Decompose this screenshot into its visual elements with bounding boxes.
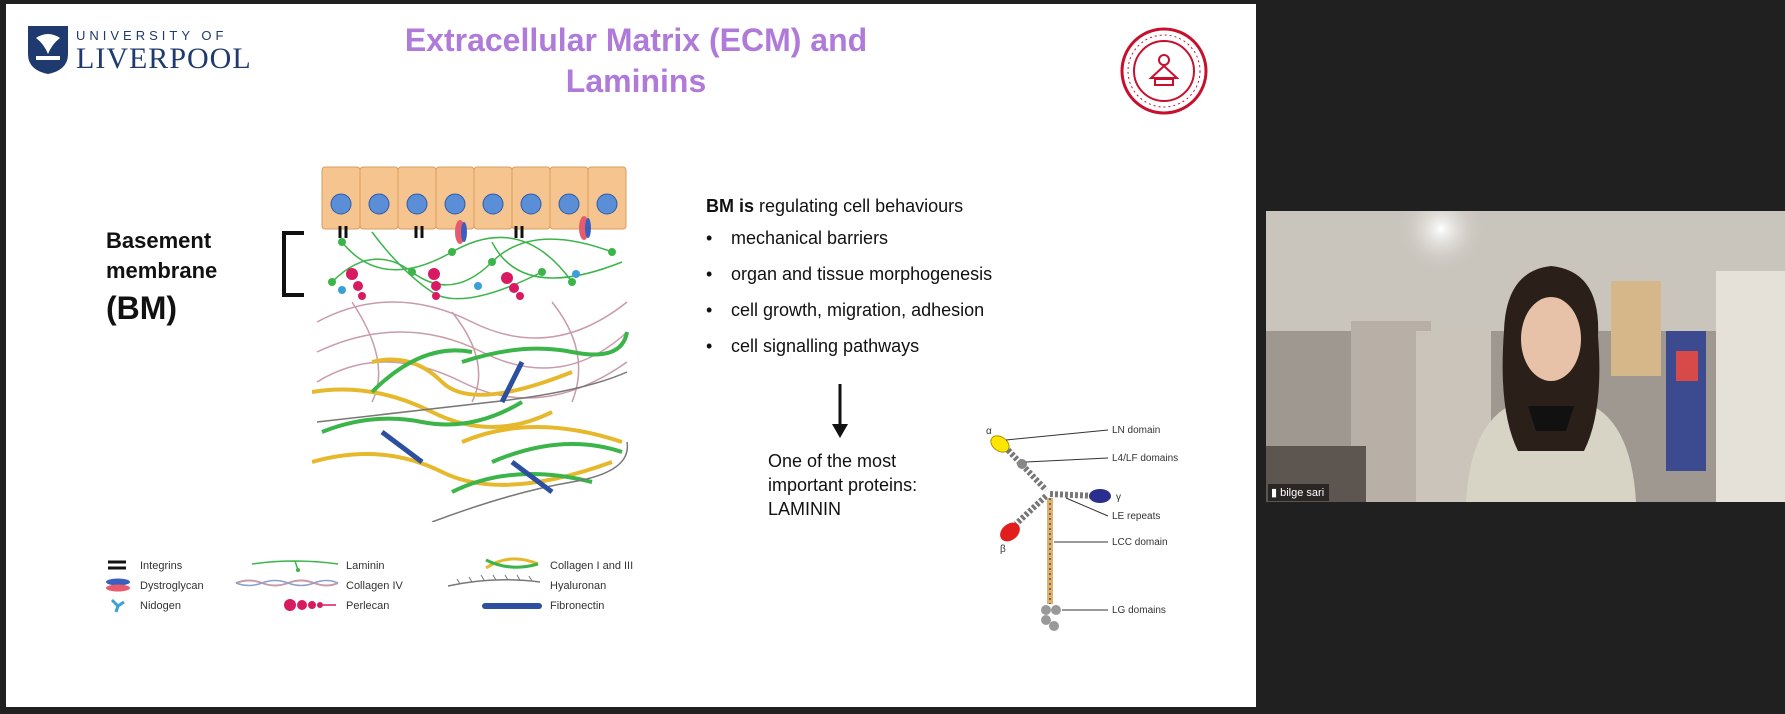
collagen-iv-legend-icon (235, 579, 339, 587)
bullet-item: • organ and tissue morphogenesis (706, 264, 992, 285)
l4lf-domains-label: L4/LF domains (1112, 453, 1178, 464)
legend-perlecan: Perlecan (346, 600, 390, 612)
alpha-label: α (986, 426, 992, 437)
laminin-structure-diagram: α β γ LN domain L4/LF domains LE repeats… (986, 425, 1178, 631)
bullet-marker: • (706, 264, 713, 284)
dystroglycan (455, 216, 591, 244)
fibronectin-legend-icon (482, 603, 542, 609)
laminin-legend-icon (251, 560, 339, 572)
signal-bars-icon: ▮ (1271, 487, 1278, 499)
bullet-text: cell signalling pathways (731, 336, 920, 356)
legend-laminin: Laminin (346, 560, 385, 572)
nidogen-legend-icon (110, 598, 125, 613)
le-repeats-label: LE repeats (1112, 511, 1160, 522)
bullet-item: • cell growth, migration, adhesion (706, 300, 984, 321)
liverpool-crest-icon (28, 26, 68, 74)
legend-collagen-iv: Collagen IV (346, 580, 403, 592)
legend-fibronectin: Fibronectin (550, 600, 605, 612)
participant-silhouette (1466, 266, 1636, 502)
important-proteins-text: One of the most important proteins: LAMI… (768, 449, 968, 521)
collagen-green-fibers (321, 331, 629, 494)
university-label: UNIVERSITY OF (76, 28, 228, 43)
integrins-legend-icon (108, 560, 126, 570)
integrins (338, 226, 524, 238)
participant-name-tag: ▮ bilge sari (1268, 484, 1330, 501)
bm-intro-bold: BM is (706, 196, 755, 216)
legend-integrins: Integrins (140, 560, 183, 572)
bm-label-line2: membrane (106, 258, 218, 283)
collagen-i-iii-legend-icon (485, 557, 539, 570)
bullet-text: cell growth, migration, adhesion (731, 300, 985, 320)
beta-label: β (1000, 544, 1006, 555)
ministry-seal-icon (1120, 27, 1208, 115)
bullet-text: mechanical barriers (731, 228, 889, 248)
bullet-text: organ and tissue morphogenesis (731, 264, 993, 284)
legend-collagen-i-iii: Collagen I and III (550, 560, 634, 572)
important-line1: One of the most (768, 451, 897, 471)
bm-intro-rest: regulating cell behaviours (754, 196, 964, 216)
legend-nidogen: Nidogen (140, 600, 181, 612)
slide-title: Extracellular Matrix (ECM) and Laminins (404, 22, 868, 99)
important-line2: important proteins: (768, 475, 918, 495)
bullet-marker: • (706, 300, 713, 320)
bm-intro: BM is regulating cell behaviours (706, 196, 963, 217)
ecm-illustration (312, 166, 629, 522)
lg-domains-label: LG domains (1112, 605, 1166, 616)
collagen-i-iii (312, 357, 623, 487)
university-name: LIVERPOOL (76, 42, 252, 75)
arrow-down-icon (832, 384, 848, 438)
hyaluronan (316, 371, 629, 522)
basement-membrane-label: Basement membrane (106, 226, 217, 286)
hyaluronan-legend-icon (447, 574, 541, 587)
participant-video-tile[interactable] (1266, 211, 1785, 502)
bullet-marker: • (706, 228, 713, 248)
perlecan-legend-icon (284, 599, 336, 611)
epithelial-cells (321, 166, 627, 230)
legend-hyaluronan: Hyaluronan (550, 580, 607, 592)
bm-label-line1: Basement (106, 228, 212, 253)
bullet-item: • cell signalling pathways (706, 336, 919, 357)
ln-domain-label: LN domain (1112, 425, 1160, 436)
bracket-icon (282, 231, 304, 297)
gamma-label: γ (1116, 492, 1121, 503)
dystroglycan-legend-icon (106, 578, 130, 592)
bullet-marker: • (706, 336, 713, 356)
bm-abbreviation: (BM) (106, 290, 178, 326)
presentation-slide: UNIVERSITY OF LIVERPOOL Extracellular Ma… (6, 4, 1256, 707)
participant-name: bilge sari (1280, 487, 1325, 499)
bullet-item: • mechanical barriers (706, 228, 888, 249)
nidogen (338, 270, 580, 294)
legend-dystroglycan: Dystroglycan (140, 580, 204, 592)
important-line3: LAMININ (768, 499, 842, 519)
perlecan (346, 268, 524, 300)
fibronectin (380, 360, 554, 494)
lcc-domain-label: LCC domain (1112, 537, 1168, 548)
